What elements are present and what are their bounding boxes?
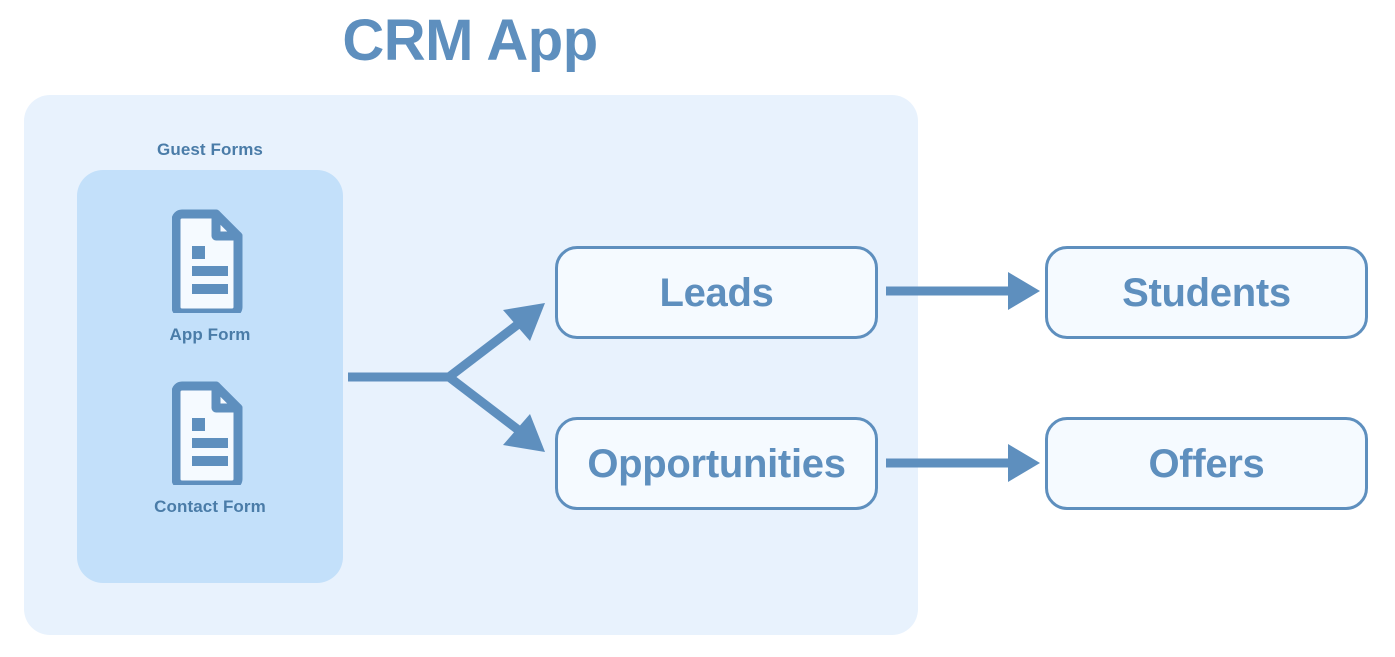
entity-box-opportunities[interactable]: Opportunities bbox=[555, 417, 878, 510]
form-item-label: Contact Form bbox=[154, 497, 266, 516]
entity-label: Opportunities bbox=[587, 441, 846, 486]
entity-label: Offers bbox=[1148, 441, 1265, 486]
entity-box-students[interactable]: Students bbox=[1045, 246, 1368, 339]
form-item-contact-form[interactable]: Contact Form bbox=[77, 380, 343, 517]
entity-label: Leads bbox=[659, 270, 774, 315]
form-item-label: App Form bbox=[169, 325, 251, 344]
page-title: CRM App bbox=[342, 8, 598, 73]
arrowhead-to-offers bbox=[1008, 444, 1040, 482]
document-icon bbox=[172, 381, 243, 485]
form-item-app-form[interactable]: App Form bbox=[77, 208, 343, 345]
arrowhead-to-students bbox=[1008, 272, 1040, 310]
entity-box-offers[interactable]: Offers bbox=[1045, 417, 1368, 510]
guest-forms-label: Guest Forms bbox=[157, 140, 263, 159]
document-icon bbox=[172, 209, 243, 313]
entity-label: Students bbox=[1122, 270, 1291, 315]
entity-box-leads[interactable]: Leads bbox=[555, 246, 878, 339]
